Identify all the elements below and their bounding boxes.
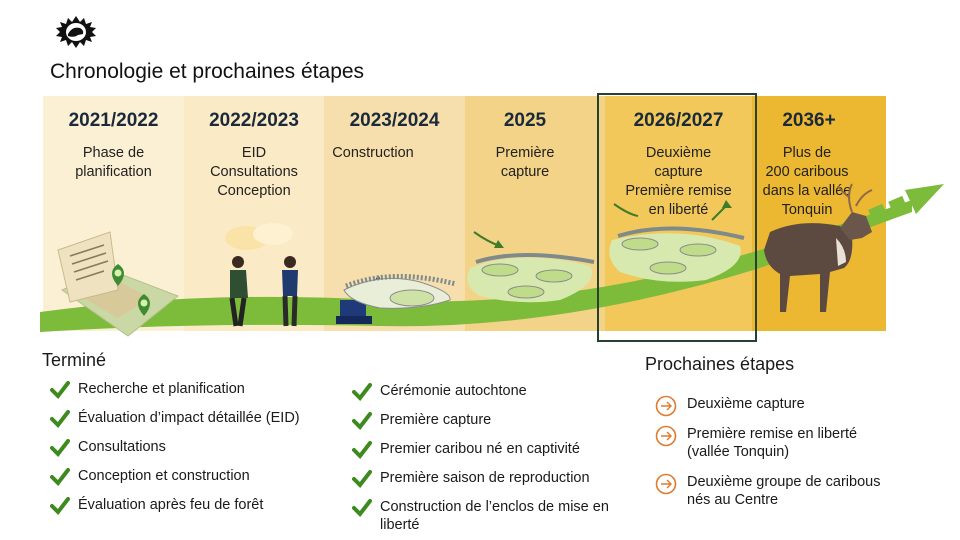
next-step-item: Première remise en liberté (vallée Tonqu… [655, 425, 885, 461]
check-icon [50, 410, 70, 429]
timeline-year: 2022/2023 [209, 110, 299, 131]
timeline-year: 2023/2024 [349, 110, 440, 131]
green-arrow-head [905, 184, 944, 214]
next-step-item: Deuxième groupe de caribous nés au Centr… [655, 473, 885, 509]
done-item: Conception et construction [50, 467, 350, 487]
check-icon [50, 468, 70, 487]
timeline-col-2021-2022: 2021/2022 Phase de planification [43, 96, 184, 331]
timeline-col-2023-2024: 2023/2024 Construction [324, 96, 465, 331]
done-item: Première saison de reproduction [352, 469, 622, 489]
done-item-label: Première saison de reproduction [380, 470, 590, 486]
timeline-year: 2021/2022 [68, 110, 159, 131]
timeline-year: 2036+ [782, 110, 836, 131]
timeline-col-2025: 2025 Première capture [465, 96, 605, 331]
page-title: Chronologie et prochaines étapes [50, 60, 365, 83]
next-step-label: Première remise en liberté (vallée Tonqu… [687, 426, 858, 460]
check-icon [352, 412, 372, 431]
check-icon [50, 381, 70, 400]
done-item-label: Évaluation d’impact détaillée (EID) [78, 410, 300, 426]
timeline-col-2036: 2036+ Plus de 200 caribous dans la vallé… [752, 96, 886, 331]
timeline-desc: Plus de 200 caribous dans la vallée Tonq… [762, 145, 852, 218]
timeline-desc: Première capture [495, 145, 555, 180]
done-list-1: Recherche et planification Évaluation d’… [50, 380, 350, 516]
done-item-label: Première capture [380, 412, 492, 428]
done-title: Terminé [42, 350, 107, 370]
timeline-desc: Phase de planification [75, 145, 152, 180]
check-icon [352, 470, 372, 489]
done-item: Première capture [352, 411, 622, 431]
done-item-label: Construction de l’enclos de mise en libe… [380, 499, 609, 533]
done-item: Recherche et planification [50, 380, 350, 400]
done-item: Évaluation d’impact détaillée (EID) [50, 409, 350, 429]
done-item-label: Premier caribou né en captivité [380, 441, 580, 457]
timeline-col-2022-2023: 2022/2023 EID Consultations Conception [184, 96, 324, 331]
timeline-desc: EID Consultations Conception [210, 145, 298, 199]
done-item: Évaluation après feu de forêt [50, 496, 350, 516]
done-item: Construction de l’enclos de mise en libe… [352, 498, 622, 534]
check-icon [352, 499, 372, 518]
check-icon [352, 383, 372, 402]
timeline: 2021/2022 Phase de planification 2022/20… [43, 96, 886, 331]
next-steps-title: Prochaines étapes [645, 354, 795, 374]
arrow-right-circle-icon [655, 473, 677, 495]
done-item-label: Conception et construction [78, 468, 250, 484]
current-phase-highlight [597, 93, 757, 342]
next-step-label: Deuxième groupe de caribous nés au Centr… [687, 474, 881, 508]
done-list-2: Cérémonie autochtone Première capture Pr… [352, 382, 622, 534]
done-item-label: Consultations [78, 439, 166, 455]
arrow-right-circle-icon [655, 425, 677, 447]
arrow-right-circle-icon [655, 395, 677, 417]
done-item: Consultations [50, 438, 350, 458]
timeline-year: 2026/2027 [633, 110, 724, 131]
done-item-label: Évaluation après feu de forêt [78, 497, 264, 513]
next-steps-list: Deuxième capture Première remise en libe… [655, 395, 885, 509]
done-item-label: Cérémonie autochtone [380, 383, 527, 399]
done-item-label: Recherche et planification [78, 381, 245, 397]
done-item: Cérémonie autochtone [352, 382, 622, 402]
check-icon [50, 497, 70, 516]
done-item: Premier caribou né en captivité [352, 440, 622, 460]
next-step-label: Deuxième capture [687, 396, 805, 412]
timeline-year: 2025 [503, 110, 547, 131]
beaver-logo [56, 16, 96, 48]
next-step-item: Deuxième capture [655, 395, 885, 417]
check-icon [352, 441, 372, 460]
timeline-desc: Construction [332, 145, 414, 161]
check-icon [50, 439, 70, 458]
